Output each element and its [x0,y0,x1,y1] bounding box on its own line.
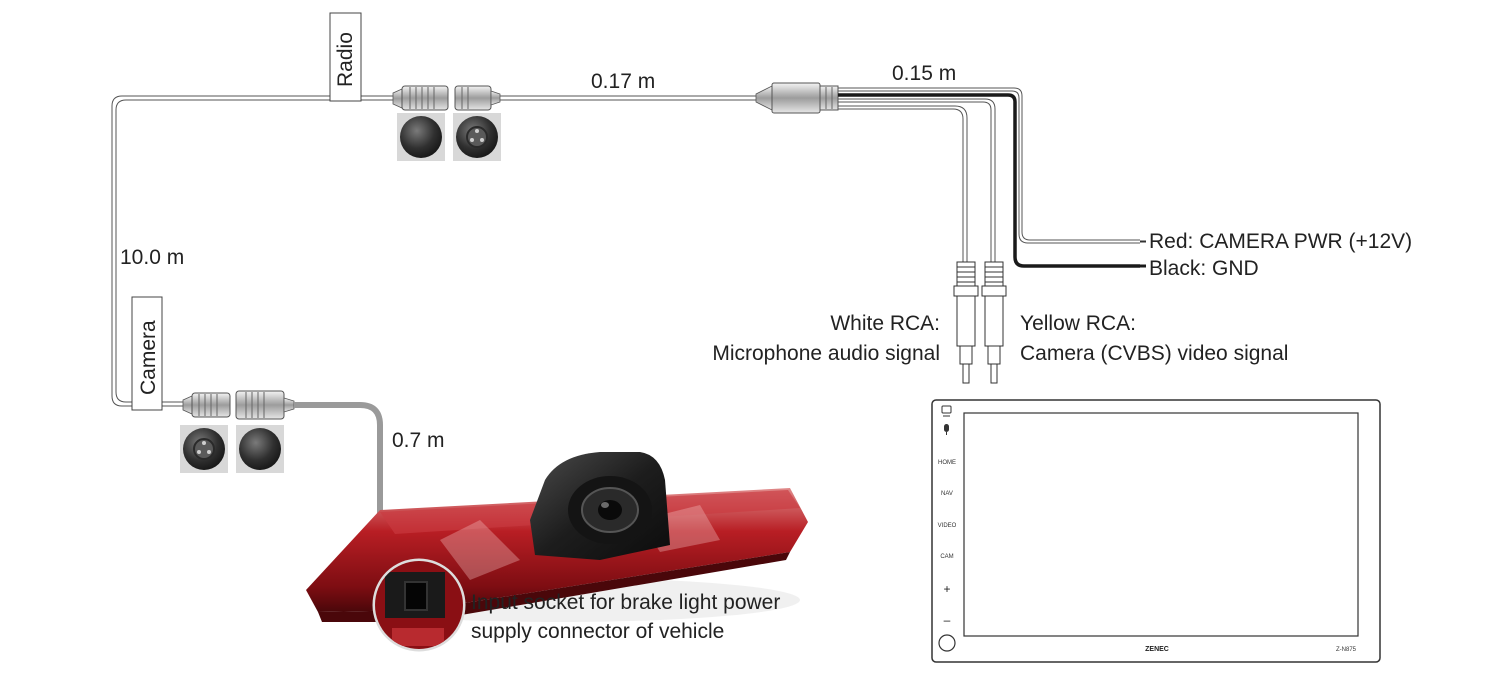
bottom-connector-pair [182,390,295,420]
camera-tag: Camera [131,296,163,411]
white-rca-desc: Microphone audio signal [712,342,940,365]
btn-video: VIDEO [938,523,957,529]
btn-plus: + [943,582,950,596]
camera-icon [941,405,952,417]
socket-callout [372,558,466,652]
yellow-rca-desc: Camera (CVBS) video signal [1020,342,1288,365]
camera-label: Camera [137,320,160,395]
callout-line-2: supply connector of vehicle [471,620,724,643]
microphone-icon [944,424,949,435]
callout-line-1: Input socket for brake light power [471,591,780,614]
btn-minus: – [944,613,951,627]
btn-nav: NAV [941,491,953,497]
length-07m-label: 0.7 m [392,429,445,452]
camera-cable [294,402,383,520]
radio-tag: Radio [329,12,362,102]
cable-017 [500,95,756,101]
main-cable [111,95,393,407]
radio-label: Radio [334,32,357,87]
red-wire-label: Red: CAMERA PWR (+12V) [1149,230,1412,253]
top-plug-faces [397,113,501,161]
power-knob [938,634,956,652]
btn-home: HOME [938,460,956,466]
length-017m-label: 0.17 m [591,70,655,93]
length-015m-label: 0.15 m [892,62,956,85]
breakout-connector [755,82,839,114]
breakout-wires [838,87,1146,268]
head-unit: HOME NAV VIDEO CAM + – ZENEC Z-N875 [931,399,1381,663]
btn-cam: CAM [940,554,953,560]
white-rca-title: White RCA: [830,312,940,335]
length-10m-label: 10.0 m [120,246,184,269]
brand-logo: ZENEC [1145,646,1169,653]
yellow-rca-plug [981,261,1007,384]
top-connector-pair [392,85,501,111]
white-rca-plug [953,261,979,384]
bottom-plug-faces [180,425,284,473]
model-label: Z-N875 [1336,647,1357,653]
yellow-rca-title: Yellow RCA: [1020,312,1136,335]
black-wire-label: Black: GND [1149,257,1259,280]
